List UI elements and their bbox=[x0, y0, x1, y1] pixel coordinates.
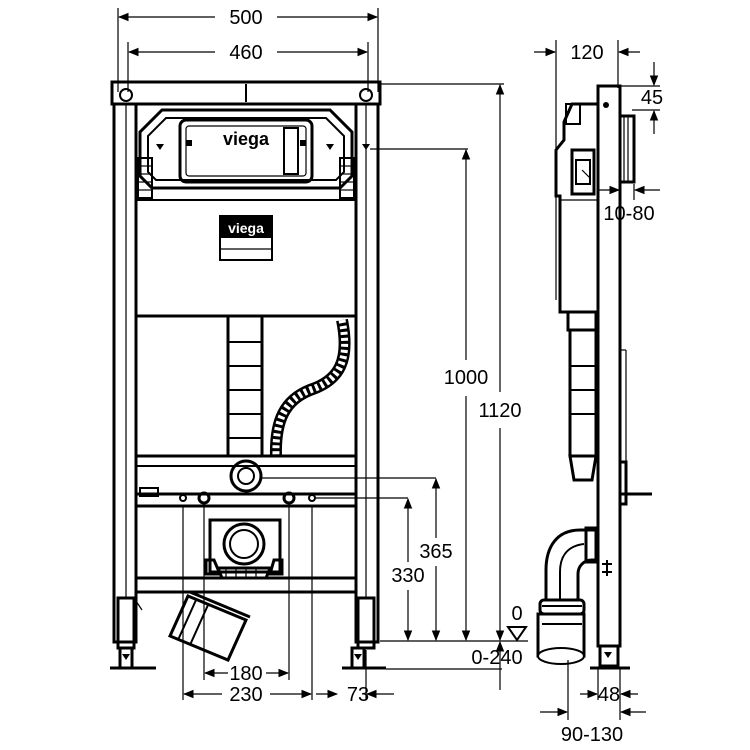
drain-elbow bbox=[204, 518, 284, 580]
side-bracket bbox=[618, 460, 628, 506]
drain-housing bbox=[208, 518, 282, 574]
foot-side bbox=[590, 644, 630, 670]
dimension-foot-adjustment: 0-240 bbox=[471, 647, 522, 669]
level-mark-icon bbox=[362, 144, 370, 150]
plate-button bbox=[283, 127, 299, 175]
foot-right bbox=[342, 596, 386, 670]
bolt-hole bbox=[179, 494, 187, 502]
cross-bar-bolts bbox=[134, 492, 358, 508]
flush-pipe-connector bbox=[566, 310, 598, 332]
outlet-pipe-side bbox=[536, 598, 586, 665]
ribbed-side-right bbox=[339, 157, 355, 199]
cross-bar-lower bbox=[134, 576, 358, 594]
flush-plate-inner bbox=[185, 125, 307, 177]
dimension-height-flush-plate: 1000 bbox=[444, 367, 489, 389]
dimension-width-inner: 460 bbox=[229, 42, 262, 64]
floor-level-icon bbox=[506, 626, 528, 642]
dimension-spacing-inner-bolts: 180 bbox=[229, 663, 262, 685]
plate-mark bbox=[300, 140, 306, 146]
level-mark-icon bbox=[156, 144, 164, 150]
front-view: 500 460 viega bbox=[110, 7, 528, 706]
bracket-left bbox=[139, 487, 159, 497]
flush-pipe bbox=[226, 314, 264, 458]
foot-brace bbox=[133, 597, 143, 611]
bolt-nut bbox=[282, 491, 296, 505]
flush-pipe-side bbox=[568, 328, 598, 458]
side-view: 120 45 10-80 bbox=[534, 40, 663, 746]
level-mark-icon bbox=[326, 144, 334, 150]
dimension-width-outer: 500 bbox=[229, 7, 262, 29]
dimension-offset-foot: 73 bbox=[347, 684, 369, 706]
dimension-depth-frame: 120 bbox=[570, 42, 603, 64]
mounting-hole bbox=[119, 88, 133, 102]
dimension-height-connection-lower: 330 bbox=[391, 565, 424, 587]
side-frame-plate bbox=[596, 84, 622, 648]
mounting-hole bbox=[603, 102, 609, 108]
ribbed-side-left bbox=[137, 157, 153, 199]
cistern-side-profile bbox=[554, 102, 600, 314]
flush-plate-opening bbox=[178, 118, 314, 184]
frame-right-post bbox=[354, 102, 380, 644]
dimension-height-connection-upper: 365 bbox=[419, 541, 452, 563]
dimension-height-total: 1120 bbox=[478, 400, 521, 422]
drain-pipe-angled bbox=[167, 590, 251, 662]
dimension-outlet-distance: 90-130 bbox=[561, 724, 623, 746]
bolt-nut bbox=[197, 491, 211, 505]
plate-mark bbox=[186, 140, 192, 146]
drain-elbow-side bbox=[544, 526, 612, 602]
brand-logo-plate: viega bbox=[223, 129, 270, 149]
dimension-depth-foot: 48 bbox=[598, 684, 620, 706]
water-connection-inner bbox=[237, 467, 255, 485]
mounting-hole bbox=[359, 88, 373, 102]
frame-left-post bbox=[112, 102, 138, 644]
foot-left bbox=[110, 596, 156, 670]
dimension-offset-top: 45 bbox=[641, 87, 663, 109]
dimension-floor-level: 0 bbox=[511, 603, 522, 625]
brand-label-band bbox=[220, 216, 272, 238]
flush-plate-side bbox=[618, 114, 636, 184]
brand-logo-label: viega bbox=[228, 220, 264, 236]
dimension-wall-adjustment: 10-80 bbox=[603, 203, 654, 225]
bolt-hole bbox=[308, 494, 316, 502]
water-connection bbox=[229, 459, 263, 493]
pipe-bend-top bbox=[568, 454, 598, 482]
flush-plate-frame-inner bbox=[147, 117, 345, 181]
dimension-spacing-outer-bolts: 230 bbox=[229, 684, 262, 706]
